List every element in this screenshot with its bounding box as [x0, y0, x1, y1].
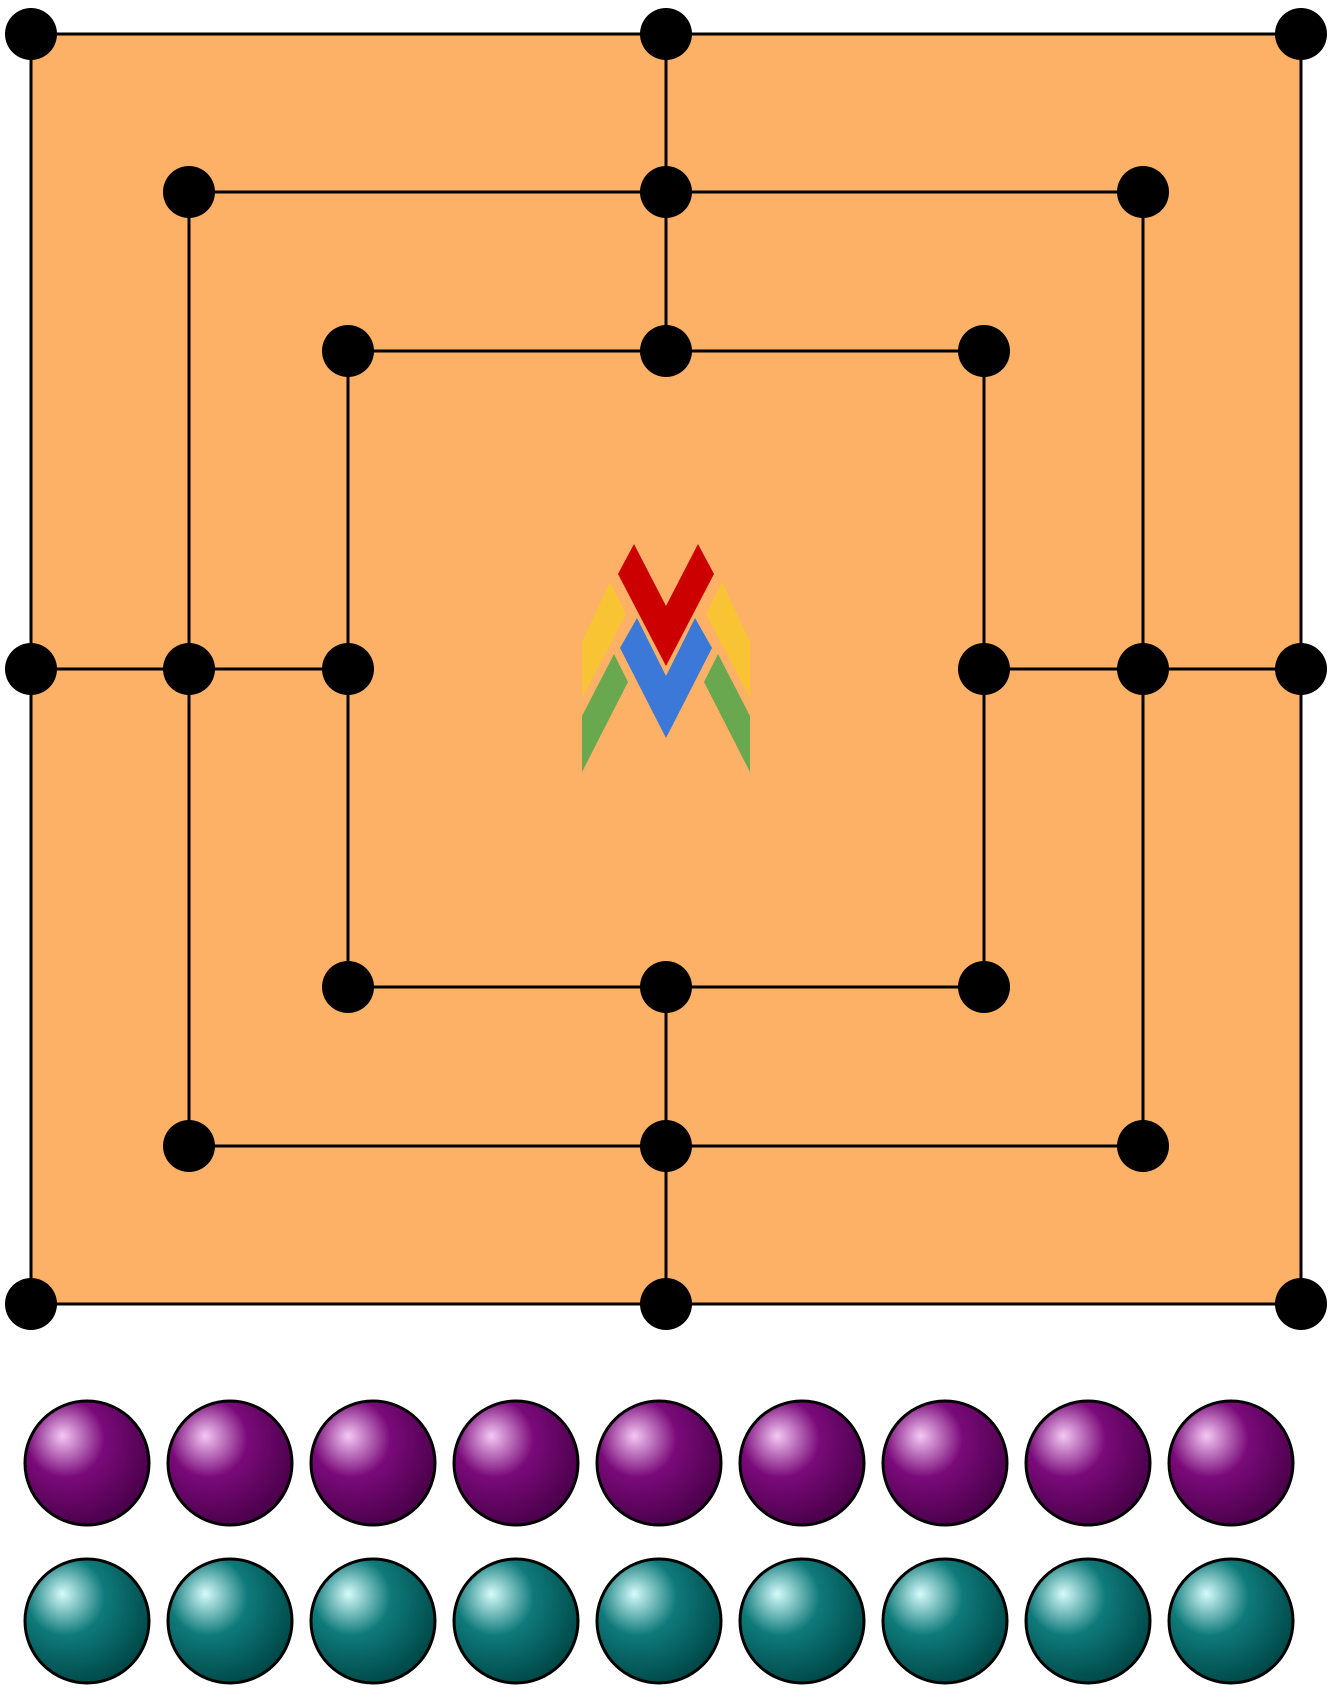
board-point[interactable] — [163, 166, 215, 218]
teal-pieces-row — [23, 1557, 1295, 1685]
board-point[interactable] — [1117, 1120, 1169, 1172]
board-point[interactable] — [640, 166, 692, 218]
board-point[interactable] — [322, 961, 374, 1013]
logo-green-right — [704, 654, 750, 772]
purple-piece[interactable] — [1167, 1399, 1295, 1527]
teal-piece[interactable] — [595, 1557, 723, 1685]
board-point[interactable] — [322, 643, 374, 695]
teal-piece[interactable] — [738, 1557, 866, 1685]
purple-piece[interactable] — [452, 1399, 580, 1527]
board-point[interactable] — [640, 1278, 692, 1330]
purple-piece[interactable] — [309, 1399, 437, 1527]
teal-piece[interactable] — [309, 1557, 437, 1685]
board-point[interactable] — [640, 8, 692, 60]
board-point[interactable] — [5, 643, 57, 695]
board-point[interactable] — [322, 325, 374, 377]
board-point[interactable] — [640, 325, 692, 377]
teal-piece[interactable] — [23, 1557, 151, 1685]
board-point[interactable] — [163, 643, 215, 695]
board-point[interactable] — [958, 325, 1010, 377]
board-point[interactable] — [5, 1278, 57, 1330]
board-point[interactable] — [1275, 8, 1327, 60]
logo-yellow-right — [706, 582, 750, 698]
purple-piece[interactable] — [881, 1399, 1009, 1527]
teal-piece[interactable] — [881, 1557, 1009, 1685]
mill-game-logo — [582, 544, 750, 772]
logo-red-chevron — [618, 544, 714, 666]
board-point[interactable] — [640, 1120, 692, 1172]
logo-green-left — [582, 654, 628, 772]
teal-piece[interactable] — [1024, 1557, 1152, 1685]
purple-piece[interactable] — [738, 1399, 866, 1527]
board-point[interactable] — [1275, 643, 1327, 695]
teal-piece[interactable] — [1167, 1557, 1295, 1685]
board-point[interactable] — [958, 961, 1010, 1013]
board-point[interactable] — [640, 961, 692, 1013]
board-point[interactable] — [1275, 1278, 1327, 1330]
teal-piece[interactable] — [166, 1557, 294, 1685]
purple-piece[interactable] — [23, 1399, 151, 1527]
board-points — [5, 8, 1327, 1330]
purple-piece[interactable] — [595, 1399, 723, 1527]
board-point[interactable] — [1117, 166, 1169, 218]
purple-piece[interactable] — [166, 1399, 294, 1527]
purple-pieces-row — [23, 1399, 1295, 1527]
board-point[interactable] — [1117, 643, 1169, 695]
board-point[interactable] — [163, 1120, 215, 1172]
mill-board[interactable] — [0, 0, 1333, 1340]
board-point[interactable] — [958, 643, 1010, 695]
board-point[interactable] — [5, 8, 57, 60]
piece-reserve — [23, 1399, 1295, 1685]
logo-blue-chevron — [620, 618, 712, 738]
logo-yellow-left — [582, 582, 626, 698]
purple-piece[interactable] — [1024, 1399, 1152, 1527]
teal-piece[interactable] — [452, 1557, 580, 1685]
